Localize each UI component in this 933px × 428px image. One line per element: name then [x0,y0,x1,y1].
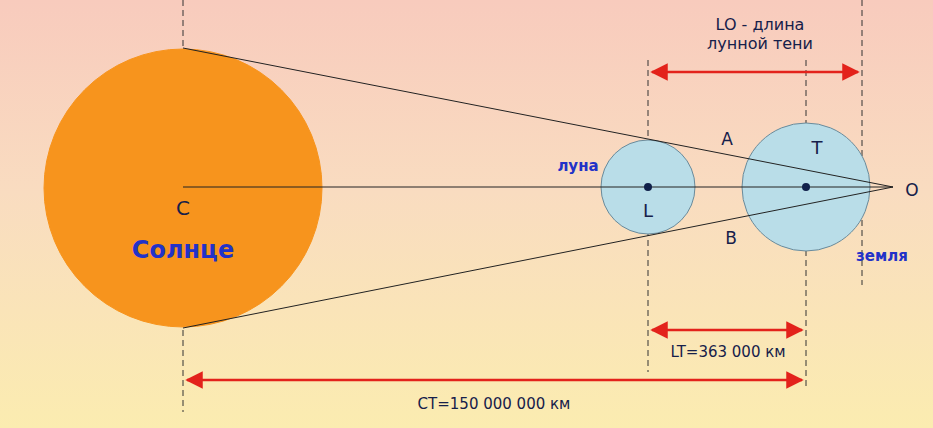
point-label: C [176,196,190,220]
lt-arrow [652,329,802,332]
earth-circle-shape [741,122,871,252]
point-label: A [721,129,733,149]
dimension-label: LT=363 000 км [670,343,785,361]
shadow-length-arrow [652,71,858,74]
point-label: B [725,228,737,248]
ct-arrow [187,379,802,382]
moon-circle: лунаL [600,139,696,235]
earth-circle: Tземля [741,122,871,252]
sun-circle-shape [43,48,323,328]
shadow-length-label: LO - длина лунной тени [685,15,835,53]
moon-circle-shape [600,139,696,235]
point-label: T [812,137,823,158]
point-label: L [643,200,653,221]
body-name: Солнце [132,236,234,264]
sun-circle: C Солнце [43,48,323,328]
dimension-label: CT=150 000 000 км [418,395,571,413]
body-name: луна [557,157,598,175]
body-name: земля [856,247,908,265]
point-label: O [905,180,918,200]
